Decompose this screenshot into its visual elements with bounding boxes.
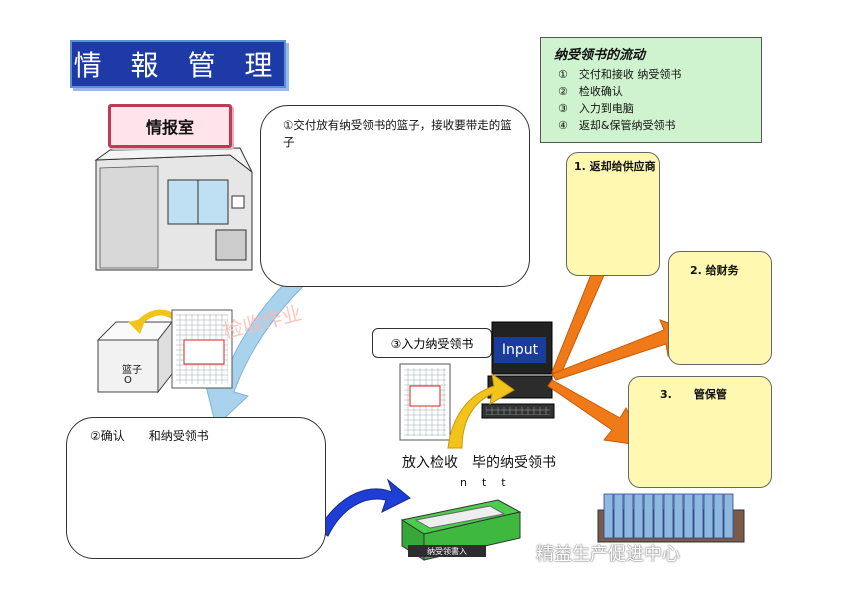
output-label-2: 2. 给财务: [690, 264, 739, 277]
output-frame-3: [628, 376, 772, 488]
info-room-building: [94, 147, 253, 271]
step2-text: ②确认 和纳受领书: [90, 429, 209, 443]
input-screen-label: Input: [494, 337, 546, 363]
flow-arrow-yellow: [447, 372, 515, 449]
step2-bubble: [66, 417, 326, 559]
flow-item-4: ④ 返却&保管纳受领书: [558, 119, 676, 132]
flow-arrow-blue: [317, 478, 411, 537]
tray-label: 纳受领書入: [408, 545, 486, 557]
step3-label: ③入力纳受领书: [372, 328, 492, 358]
basket-box-mark: O: [124, 375, 132, 386]
stacked-documents-left: [171, 309, 233, 389]
basket-box-label: 篮子: [122, 365, 142, 376]
output-frame-2: [668, 251, 772, 365]
flow-note: [540, 37, 762, 143]
ntt-text: n t t: [460, 476, 508, 489]
info-room-label: 情报室: [108, 104, 232, 148]
flow-item-2: ② 检收确认: [558, 85, 623, 98]
step1-text: ①交付放有纳受领书的篮子，接收要带走的篮子: [283, 118, 512, 149]
output-frame-1: [566, 152, 660, 276]
watermark: 精益生产促进中心: [536, 544, 680, 565]
output-label-1: 1. 返却给供应商: [574, 160, 656, 173]
output-label-3: 3. 管保管: [660, 388, 727, 401]
basket-box: [96, 309, 185, 394]
flow-item-3: ③ 入力到电脑: [558, 102, 634, 115]
flow-item-1: ① 交付和接收 纳受领书: [558, 68, 682, 81]
step1-bubble: [260, 105, 530, 287]
page-title: 情 報 管 理: [70, 40, 286, 88]
flow-note-title: 纳受领书的流动: [554, 48, 646, 63]
place-documents-text: 放入检收 毕的纳受领书: [402, 455, 556, 471]
binder-shelf: [597, 493, 745, 543]
